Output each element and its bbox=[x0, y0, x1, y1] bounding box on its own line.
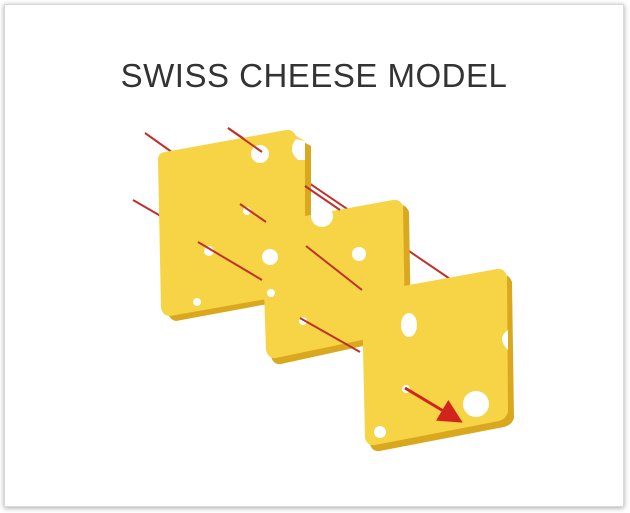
hazard-line-through-3 bbox=[239, 203, 267, 223]
hole-notch bbox=[291, 139, 305, 160]
hazard-line-through-6 bbox=[305, 245, 363, 291]
hole bbox=[243, 207, 251, 215]
hole bbox=[262, 249, 278, 265]
hole bbox=[267, 289, 275, 297]
hole bbox=[463, 391, 489, 417]
hazard-line-through-5 bbox=[299, 317, 361, 353]
cheese-slice-3 bbox=[362, 268, 514, 452]
hazard-line-through-1 bbox=[227, 127, 263, 153]
hazard-line-through-4 bbox=[197, 241, 263, 281]
hole bbox=[204, 246, 214, 256]
hole-notch bbox=[502, 330, 508, 350]
hazard-lines-front bbox=[197, 127, 363, 353]
cheese-slice-3-face bbox=[362, 268, 508, 446]
hole bbox=[193, 298, 201, 306]
hole bbox=[311, 205, 333, 227]
hole bbox=[374, 426, 386, 438]
diagram-title: SWISS CHEESE MODEL bbox=[120, 57, 508, 94]
arrow-icon bbox=[404, 386, 463, 423]
hole bbox=[401, 313, 417, 337]
hole bbox=[352, 247, 366, 261]
hole bbox=[251, 145, 269, 163]
hazard-line-through-2 bbox=[304, 185, 341, 211]
